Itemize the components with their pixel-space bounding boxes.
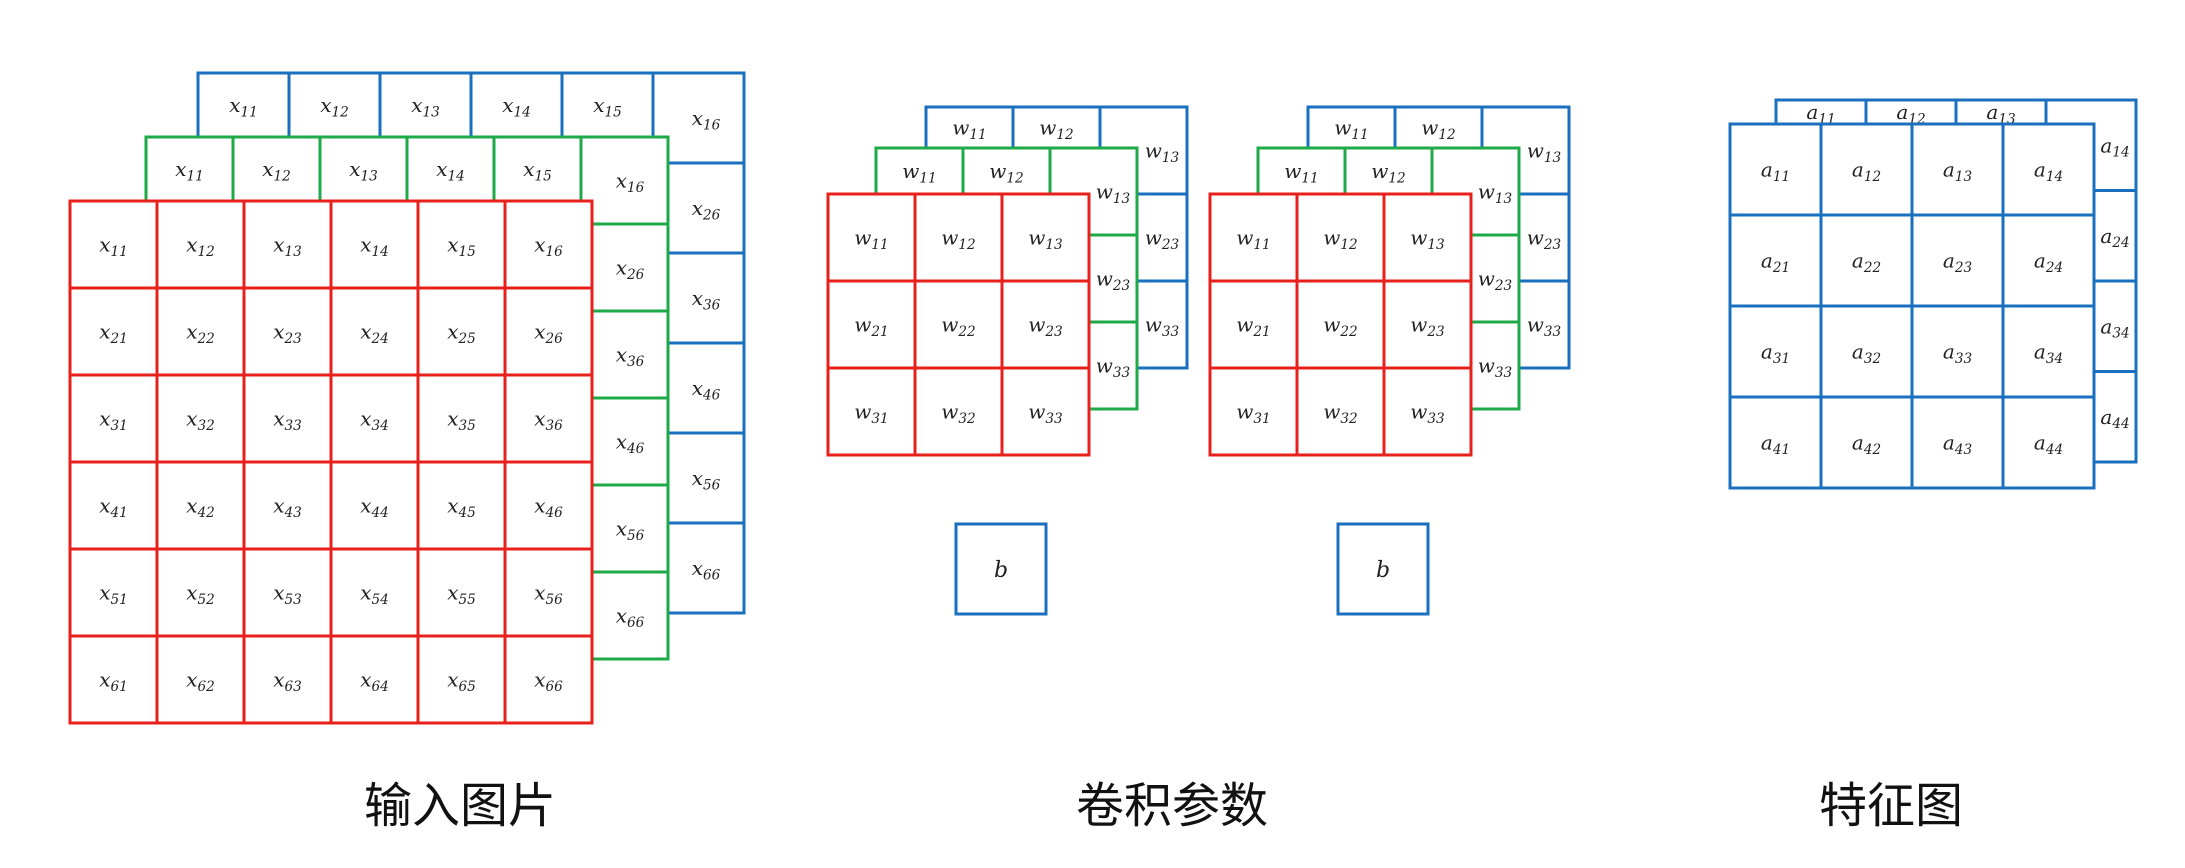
- cell-x13: x13: [411, 93, 440, 120]
- cell-w13: w13: [1478, 180, 1512, 207]
- cell-w32: w32: [941, 400, 975, 427]
- cell-w13: w13: [1145, 139, 1179, 166]
- cell-x11: x11: [175, 157, 204, 184]
- cell-x26: x26: [616, 256, 645, 283]
- cell-w11: w11: [952, 116, 986, 143]
- cell-w33: w33: [1145, 313, 1179, 340]
- cell-w11: w11: [1334, 116, 1368, 143]
- filter-1-layer-red-frame: [826, 192, 1091, 457]
- cell-x15: x15: [593, 93, 622, 120]
- bias-label-1: b: [994, 558, 1008, 583]
- cell-x56: x56: [692, 466, 721, 493]
- cell-x15: x15: [523, 157, 552, 184]
- cell-w21: w21: [854, 313, 888, 340]
- cell-w12: w12: [1039, 116, 1073, 143]
- cell-w33: w33: [1096, 354, 1130, 381]
- input-layer-blue-frame: [196, 71, 746, 615]
- cell-x64: x64: [360, 668, 389, 695]
- cell-a23: a23: [1943, 249, 1972, 276]
- cell-x66: x66: [692, 556, 721, 583]
- input-image-caption: 输入图片: [364, 778, 556, 834]
- cell-x36: x36: [692, 286, 721, 313]
- bias-box-2: [1336, 522, 1430, 616]
- cell-x12: x12: [262, 157, 291, 184]
- cell-x16: x16: [692, 106, 721, 133]
- cell-w12: w12: [989, 159, 1023, 186]
- cell-w12: w12: [1371, 159, 1405, 186]
- feature-map-caption: 特征图: [1819, 778, 1963, 834]
- cell-x13: x13: [349, 157, 378, 184]
- cell-x11: x11: [229, 93, 258, 120]
- filter-2-layer-green: w11 w12 w13 w23 w33: [1256, 146, 1521, 411]
- bias-box-1: [954, 522, 1048, 616]
- cell-w11: w11: [1284, 159, 1318, 186]
- cell-a14: a14: [2100, 133, 2129, 160]
- cell-x56: x56: [616, 517, 645, 544]
- conv-params-caption: 卷积参数: [1076, 778, 1268, 834]
- cell-w23: w23: [1527, 226, 1561, 253]
- cell-x16: x16: [616, 169, 645, 196]
- cell-w33: w33: [1527, 313, 1561, 340]
- cell-w13: w13: [1096, 180, 1130, 207]
- cell-a34: a34: [2100, 314, 2129, 341]
- filter-1-layer-blue-frame: [924, 105, 1189, 370]
- cell-w23: w23: [1478, 267, 1512, 294]
- cell-w33: w33: [1028, 400, 1062, 427]
- filter-2-layer-red-frame: [1208, 192, 1473, 457]
- cell-a44: a44: [2100, 405, 2129, 432]
- cell-x36: x36: [616, 343, 645, 370]
- cell-x14: x14: [436, 157, 465, 184]
- cell-w23: w23: [1096, 267, 1130, 294]
- cell-x46: x46: [616, 430, 645, 457]
- cell-x46: x46: [692, 376, 721, 403]
- filter-2-layer-green-frame: [1256, 146, 1521, 411]
- cell-w11: w11: [902, 159, 936, 186]
- cell-w33: w33: [1478, 354, 1512, 381]
- filter-1-layer-green-frame: [874, 146, 1139, 411]
- feature-layer-back-frame: [1774, 98, 2138, 464]
- filter-2-layer-blue-frame: [1306, 105, 1571, 370]
- cell-x46: x46: [534, 494, 563, 521]
- cell-a24: a24: [2100, 224, 2129, 251]
- input-layer-green-frame: [144, 135, 670, 661]
- cell-w13: w13: [1527, 139, 1561, 166]
- cell-w23: w23: [1145, 226, 1179, 253]
- cell-x26: x26: [692, 196, 721, 223]
- cell-x12: x12: [320, 93, 349, 120]
- cell-x66: x66: [616, 604, 645, 631]
- bias-label-2: b: [1376, 558, 1390, 583]
- cell-w12: w12: [1421, 116, 1455, 143]
- cell-x14: x14: [502, 93, 531, 120]
